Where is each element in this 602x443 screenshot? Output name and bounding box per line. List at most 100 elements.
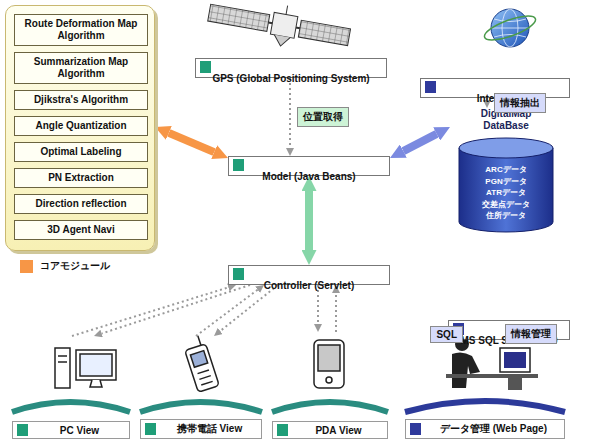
node-text: PGNデータ xyxy=(485,176,526,188)
color-square xyxy=(17,424,28,436)
globe-icon xyxy=(491,28,529,29)
node-text: GPS (Global Positioning System) xyxy=(200,73,382,85)
client-view: PDA View xyxy=(272,332,388,439)
satellite-icon xyxy=(286,6,288,15)
legend-item: コアモジュール xyxy=(20,259,110,273)
legend-swatch xyxy=(20,260,33,273)
phone-icon xyxy=(198,370,209,374)
dotted-arrow xyxy=(196,290,258,336)
satellite-icon xyxy=(206,0,353,58)
edge-label: 情報抽出 xyxy=(494,93,546,113)
node-text: 3D Agent Navi xyxy=(47,224,114,236)
globe-icon xyxy=(494,19,526,37)
client-view: PC View xyxy=(12,336,130,439)
color-square xyxy=(200,61,211,73)
component-box: Model (Java Beans) xyxy=(228,156,390,176)
view-label: PDA View xyxy=(272,421,388,439)
node-text: PN Extraction xyxy=(48,172,114,184)
node-text: 携帯電話 View xyxy=(162,422,257,436)
color-square xyxy=(410,423,421,435)
node-text: Controller (Servlet) xyxy=(233,280,385,292)
pc-icon xyxy=(90,380,102,387)
legend-text: コアモジュール xyxy=(40,259,110,273)
phone-icon xyxy=(182,334,220,392)
node-text: データ管理 (Web Page) xyxy=(427,422,560,436)
node-text: Optimal Labeling xyxy=(40,146,121,158)
pda-icon xyxy=(314,340,344,388)
pc-icon xyxy=(55,348,70,388)
globe-icon xyxy=(482,11,538,45)
node-text: Angle Quantization xyxy=(35,120,126,132)
edge-label: SQL xyxy=(430,326,463,343)
operator-icon xyxy=(452,352,480,388)
operator-icon xyxy=(508,378,522,390)
dotted-arrow xyxy=(289,78,291,148)
dotted-arrow xyxy=(335,293,337,332)
satellite-icon xyxy=(298,20,350,45)
pda-icon xyxy=(326,377,332,383)
pc-icon xyxy=(58,355,67,357)
algorithm-box: Angle Quantization xyxy=(14,116,148,136)
operator-icon xyxy=(446,374,538,378)
node-text: Model (Java Beans) xyxy=(233,171,385,183)
pc-icon xyxy=(76,350,116,380)
algorithm-box: Direction reflection xyxy=(14,194,148,214)
algorithm-box: Route Deformation Map Algorithm xyxy=(14,14,148,46)
node-text: Summarization Map Algorithm xyxy=(19,56,143,80)
algorithm-box: Summarization Map Algorithm xyxy=(14,52,148,84)
operator-icon xyxy=(500,348,530,372)
node-text: 交差点データ xyxy=(482,199,530,211)
algorithm-box: PN Extraction xyxy=(14,168,148,188)
component-box: GPS (Global Positioning System) xyxy=(195,58,387,78)
edge-label: 位置取得 xyxy=(297,107,349,127)
phone-icon xyxy=(201,381,212,385)
platform-arc xyxy=(12,402,130,412)
satellite-icon xyxy=(208,4,270,31)
component-box: Controller (Servlet) xyxy=(228,265,390,285)
pc-icon xyxy=(55,348,116,388)
view-label: 携帯電話 View xyxy=(140,419,262,439)
table-list: ARCデータPGNデータATRデータ交差点データ住所データ xyxy=(450,164,562,222)
phone-icon xyxy=(199,376,210,380)
module-panel: Route Deformation Map AlgorithmSummariza… xyxy=(5,5,155,251)
operator-icon xyxy=(504,352,526,368)
node-text: Route Deformation Map Algorithm xyxy=(19,18,143,42)
platform-arc xyxy=(12,401,565,412)
node-text: Djikstra's Algorithm xyxy=(34,94,128,106)
algorithm-box: Optimal Labeling xyxy=(14,142,148,162)
phone-icon xyxy=(190,351,207,368)
client-view: 携帯電話 View xyxy=(140,336,262,439)
block-arrow xyxy=(403,134,436,151)
pda-icon xyxy=(314,340,344,388)
platform-arc xyxy=(272,402,388,412)
phone-icon xyxy=(198,336,201,346)
satellite-icon xyxy=(270,12,297,38)
view-label: データ管理 (Web Page) xyxy=(405,419,565,439)
node-text: PDA View xyxy=(294,425,383,436)
block-arrow xyxy=(305,191,313,250)
cylinder-shape xyxy=(450,136,562,236)
view-label: PC View xyxy=(12,421,130,439)
pc-icon xyxy=(58,361,67,363)
phone-icon xyxy=(185,344,220,393)
node-text: 住所データ xyxy=(486,210,526,222)
algorithm-box: 3D Agent Navi xyxy=(14,220,148,240)
color-square xyxy=(425,81,436,93)
edge-label: 情報管理 xyxy=(505,324,557,344)
node-text: ATRデータ xyxy=(486,187,526,199)
globe-icon xyxy=(491,9,529,47)
pc-icon xyxy=(80,354,112,376)
node-text: ARCデータ xyxy=(485,164,526,176)
pda-icon xyxy=(318,345,340,371)
globe-icon xyxy=(482,9,538,47)
dotted-arrow xyxy=(220,285,278,331)
node-text: PC View xyxy=(34,425,125,436)
algorithm-box: Djikstra's Algorithm xyxy=(14,90,148,110)
color-square xyxy=(145,423,156,435)
database-cylinder: DigitalMap DataBaseARCデータPGNデータATRデータ交差点… xyxy=(450,108,562,236)
satellite-icon xyxy=(273,35,290,48)
color-square xyxy=(233,159,244,171)
node-text: Direction reflection xyxy=(35,198,126,210)
color-square xyxy=(277,424,288,436)
